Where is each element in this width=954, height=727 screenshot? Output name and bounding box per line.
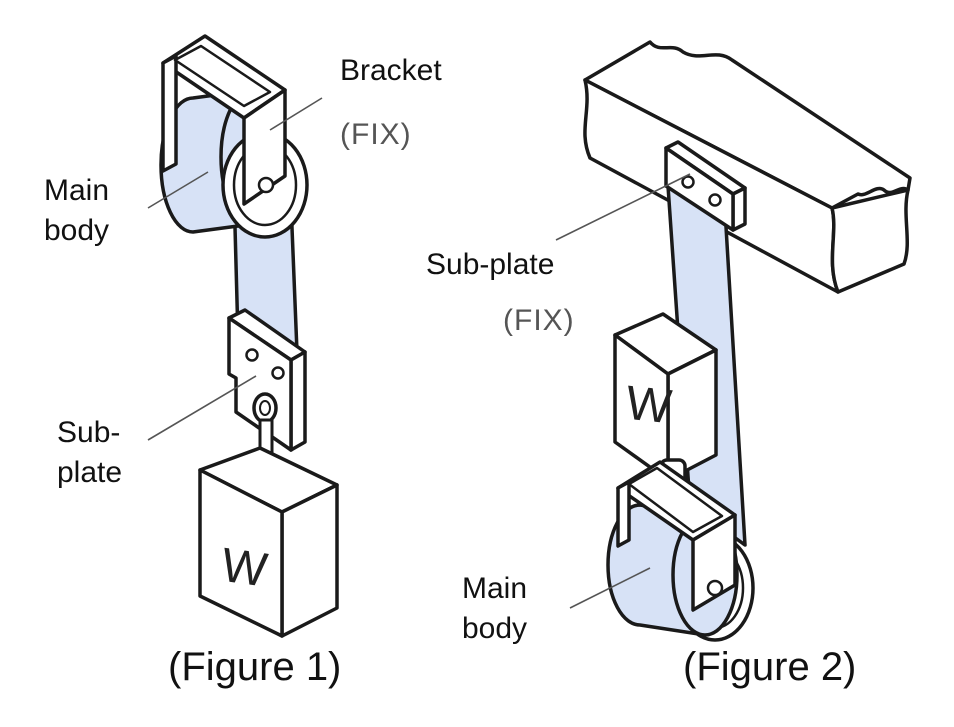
fig1-main-body-leader [147,171,209,209]
fig2-sub-plate-leader [555,173,691,241]
fig1-bracket-label: Bracket [340,54,442,87]
fig1-main-body-label-line2: body [44,214,109,247]
fig2-fix-label: (FIX) [503,304,575,337]
figure-1: W Bracket (FIX) Main body Sub- plate (Fi… [44,34,442,689]
fig2-caption: (Figure 2) [683,645,856,689]
fig1-sub-plate-label-line2: plate [57,456,122,489]
fig2-bracket [616,460,737,612]
fig1-caption: (Figure 1) [168,645,341,689]
fig2-bracket-hole [706,579,724,597]
fig1-bracket [161,34,287,206]
fig1-plate-hole-2 [271,366,285,380]
fig1-weight-label: W [218,539,271,598]
fig2-plate-hole-1 [681,175,695,189]
fig1-bracket-hole [257,176,275,194]
fig1-sub-plate-label-line1: Sub- [57,416,120,449]
fig1-main-body-label-line1: Main [44,174,109,207]
fig1-fix-label: (FIX) [340,118,412,151]
fig2-weight-box: W [613,312,718,482]
figure-2: W Sub-plate (FIX) Main body (Fi [426,40,912,689]
fig2-main-body-leader [569,567,651,609]
fig2-main-body-label-line2: body [462,612,527,645]
fig2-sub-plate-label: Sub-plate [426,248,554,281]
fig2-sub-plate [664,140,747,232]
fig2-main-body-label-line1: Main [462,572,527,605]
fig1-bracket-leader [269,97,323,131]
fig1-sub-plate [227,308,307,452]
fig2-plate-hole-2 [708,193,722,207]
fig1-plate-hole-1 [245,348,259,362]
fig1-weight-box: W [198,446,339,638]
fig2-weight-label: W [623,377,674,435]
fig2-ceiling-beam [583,40,912,294]
fig1-sub-plate-leader [147,375,257,441]
